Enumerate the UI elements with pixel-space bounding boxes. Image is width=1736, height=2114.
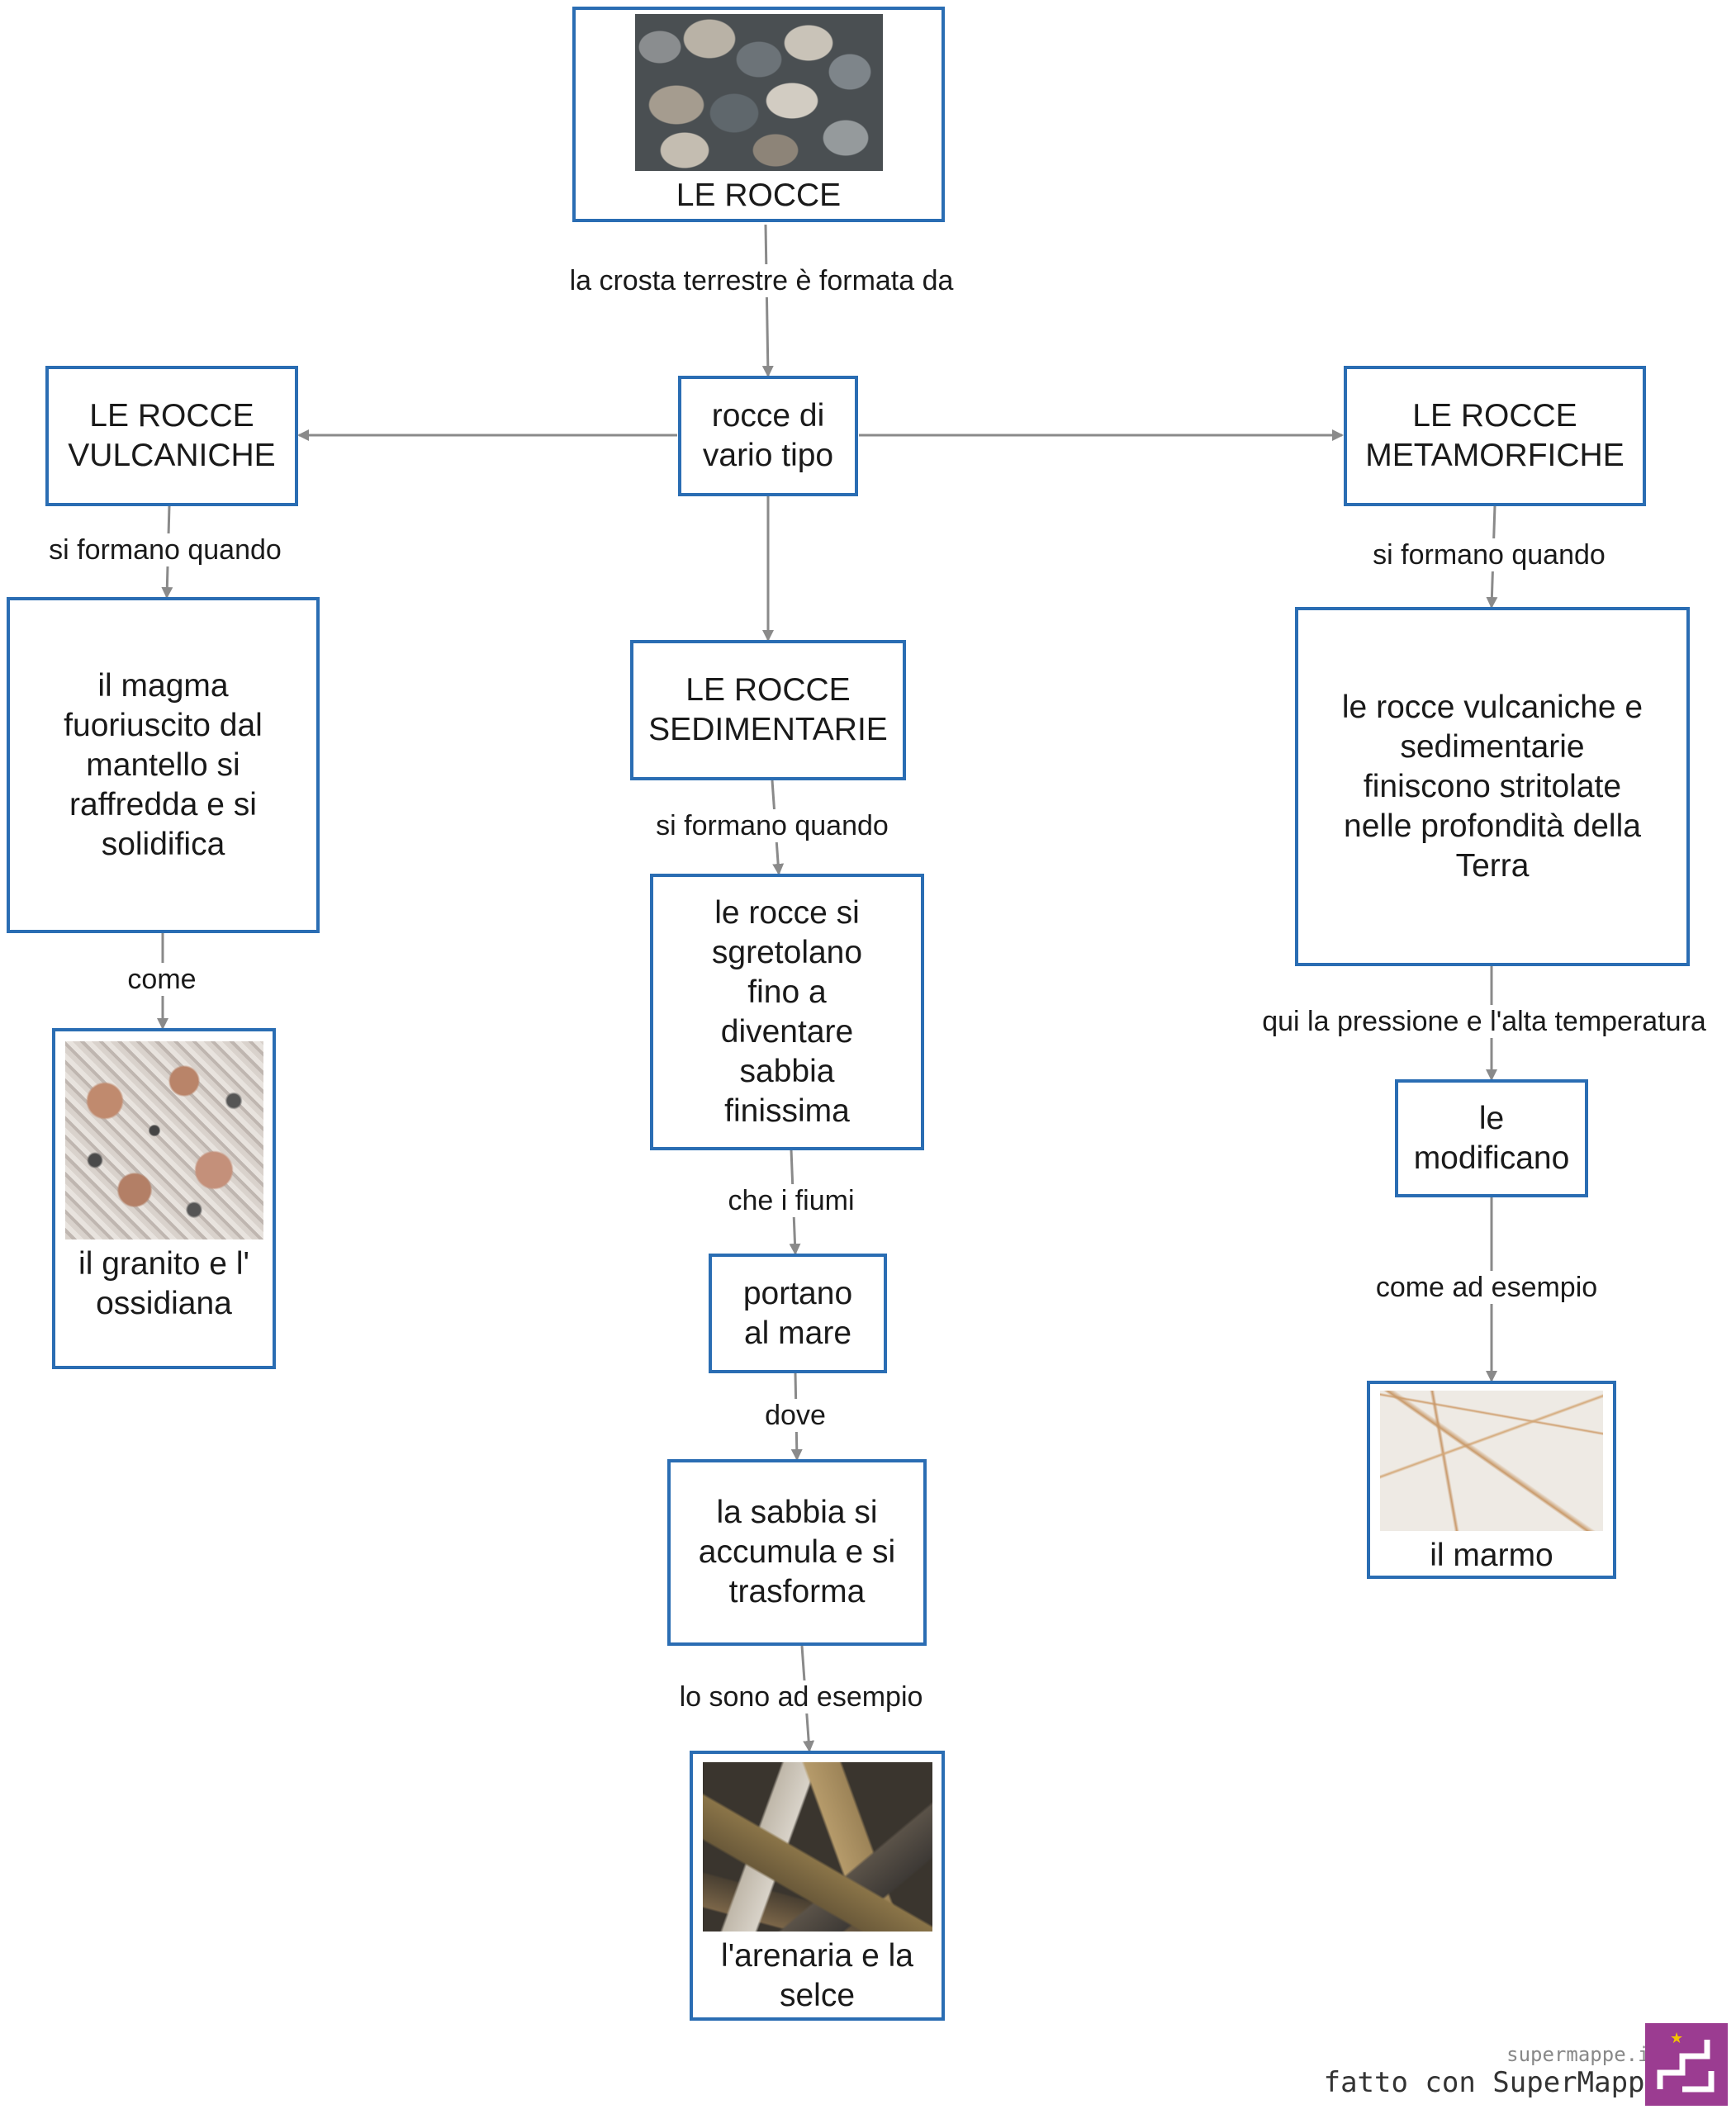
link-label-sed-sea: che i fiumi [724, 1184, 858, 1217]
footer-credit: supermappe.it fatto con SuperMappe [1324, 2043, 1662, 2099]
node-rocce-vario-tipo-label: rocce di vario tipo [702, 398, 834, 473]
footer-site: supermappe.it [1506, 2043, 1662, 2066]
node-volcanic-examples[interactable]: il granito e l' ossidiana [52, 1028, 276, 1369]
node-sed-examples[interactable]: l'arenaria e la selce [690, 1751, 945, 2021]
link-label-sed-desc: si formano quando [652, 809, 892, 842]
link-label-volcanic-examples: come [124, 963, 200, 996]
node-sed-desc[interactable]: le rocce si sgretolano fino a diventare … [650, 874, 924, 1150]
node-sed-accum-label: la sabbia si accumula e si trasforma [698, 1495, 896, 1609]
link-label-meta-desc: si formano quando [1369, 538, 1609, 571]
node-rocce-sedimentarie-label: LE ROCCE SEDIMENTARIE [648, 672, 888, 747]
node-volcanic-desc-label: il magma fuoriuscito dal mantello si raf… [64, 667, 263, 862]
link-label-meta-modify: qui la pressione e l'alta temperatura [1259, 1005, 1710, 1038]
node-sed-sea-label: portano al mare [742, 1275, 853, 1351]
supermappe-logo-icon: ★ [1645, 2023, 1728, 2106]
node-meta-examples-label: il marmo [1430, 1538, 1553, 1573]
node-sed-accum[interactable]: la sabbia si accumula e si trasforma [667, 1459, 927, 1646]
node-sed-sea[interactable]: portano al mare [709, 1254, 887, 1373]
node-sed-desc-label: le rocce si sgretolano fino a diventare … [711, 894, 863, 1129]
marble-photo [1380, 1391, 1603, 1531]
link-label-root-types: la crosta terrestre è formata da [566, 264, 957, 297]
node-meta-modify-label: le modificano [1413, 1100, 1570, 1176]
node-meta-desc[interactable]: le rocce vulcaniche e sedimentarie finis… [1295, 607, 1690, 966]
flint-photo [702, 1762, 932, 1932]
node-meta-modify[interactable]: le modificano [1395, 1079, 1588, 1197]
node-rocce-vario-tipo[interactable]: rocce di vario tipo [678, 376, 858, 496]
footer-made-with: fatto con SuperMappe [1323, 2066, 1662, 2099]
link-label-sed-examples: lo sono ad esempio [676, 1680, 927, 1713]
edge-root-types [761, 224, 774, 377]
node-le-rocce[interactable]: LE ROCCE [572, 7, 945, 222]
node-le-rocce-label: LE ROCCE [676, 177, 842, 213]
node-volcanic-desc[interactable]: il magma fuoriuscito dal mantello si raf… [7, 597, 320, 933]
node-meta-examples[interactable]: il marmo [1367, 1381, 1616, 1579]
node-rocce-metamorfiche[interactable]: LE ROCCE METAMORFICHE [1344, 366, 1646, 506]
node-volcanic-examples-label: il granito e l' ossidiana [78, 1246, 249, 1321]
node-rocce-sedimentarie[interactable]: LE ROCCE SEDIMENTARIE [630, 640, 906, 780]
link-label-sed-accum: dove [761, 1399, 829, 1432]
link-label-volcanic-desc: si formano quando [45, 533, 285, 566]
granite-photo [64, 1041, 263, 1239]
link-label-meta-examples: come ad esempio [1372, 1271, 1601, 1304]
node-meta-desc-label: le rocce vulcaniche e sedimentarie finis… [1341, 689, 1644, 884]
node-rocce-metamorfiche-label: LE ROCCE METAMORFICHE [1365, 398, 1625, 473]
rocks-photo [634, 13, 883, 171]
svg-text:★: ★ [1670, 2030, 1683, 2047]
node-rocce-vulcaniche-label: LE ROCCE VULCANICHE [68, 398, 276, 473]
node-rocce-vulcaniche[interactable]: LE ROCCE VULCANICHE [45, 366, 298, 506]
node-sed-examples-label: l'arenaria e la selce [721, 1938, 913, 2013]
